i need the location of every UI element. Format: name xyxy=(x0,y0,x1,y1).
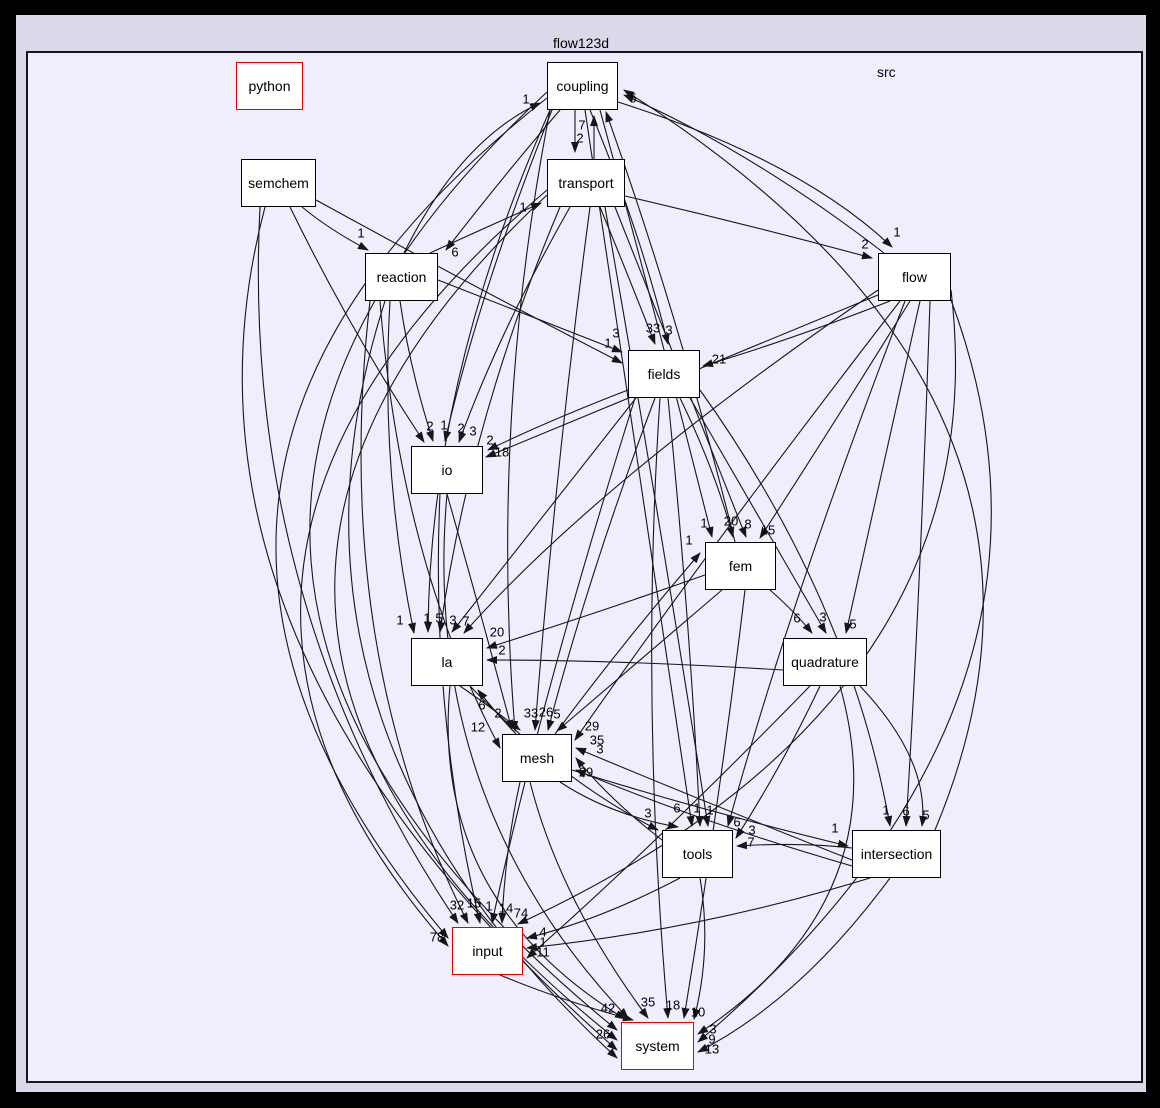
edge-count-label: 1 xyxy=(831,820,839,836)
edge-count-label: 6 xyxy=(451,244,459,260)
edge-count-label: 15 xyxy=(466,895,482,911)
edge-count-label: 3 xyxy=(748,822,756,838)
node-semchem[interactable]: semchem xyxy=(241,159,316,207)
edge-count-label: 2 xyxy=(426,418,434,434)
edge-count-label: 1 xyxy=(604,335,612,351)
edge-count-label: 6 xyxy=(478,697,486,713)
src-cluster-label: src xyxy=(877,64,896,80)
node-quadrature[interactable]: quadrature xyxy=(783,638,867,686)
edge-count-label: 11 xyxy=(536,944,550,960)
edge-count-label: 6 xyxy=(902,803,910,819)
edge-count-label: 29 xyxy=(584,718,600,734)
node-fields[interactable]: fields xyxy=(628,350,700,398)
node-input[interactable]: input xyxy=(452,927,523,975)
node-system[interactable]: system xyxy=(621,1022,694,1070)
edge-count-label: 15 xyxy=(760,522,776,538)
edge-count-label: 3 xyxy=(644,805,652,821)
edge-count-label: 74 xyxy=(513,905,529,921)
edge-count-label: 20 xyxy=(489,624,505,640)
edge-count-label: 1 xyxy=(357,225,365,241)
node-tools[interactable]: tools xyxy=(662,830,733,878)
edge-count-label: 33 xyxy=(645,320,661,336)
edge-count-label: 8 xyxy=(744,516,752,532)
edge-count-label: 2 xyxy=(457,420,465,436)
edge-count-label: 3 xyxy=(709,1021,717,1037)
edge-count-label: 3 xyxy=(469,423,477,439)
edge-count-label: 1 xyxy=(423,610,431,626)
edge-count-label: 2 xyxy=(494,705,502,721)
edge-count-label: 9 xyxy=(708,1031,716,1047)
edge-count-label: 5 xyxy=(922,807,930,823)
edge-count-label: 21 xyxy=(711,351,727,367)
edge-count-label: 32 xyxy=(449,897,465,913)
edge-count-label: 3 xyxy=(596,741,604,757)
edge-count-label: 20 xyxy=(723,513,739,529)
edge-count-label: 42 xyxy=(600,1000,616,1016)
node-la[interactable]: la xyxy=(411,638,483,686)
edge-count-label: 1 xyxy=(396,612,404,628)
edge-count-label: 10 xyxy=(690,1004,706,1020)
edge-count-label: 1 xyxy=(882,802,890,818)
edge-count-label: 1 xyxy=(485,898,493,914)
edge-count-label: 2 xyxy=(576,130,584,146)
edge-count-label: 33 xyxy=(523,705,539,721)
node-intersection[interactable]: intersection xyxy=(852,830,941,878)
node-io[interactable]: io xyxy=(411,446,483,494)
edge-count-label: 7 xyxy=(462,613,470,629)
edge-count-label: 2 xyxy=(861,236,869,252)
edge-count-label: 6 xyxy=(733,814,741,830)
graph-title: flow123d xyxy=(552,35,610,51)
edge-count-label: 3 xyxy=(449,612,457,628)
edge-count-label: 35 xyxy=(589,732,605,748)
edge-count-label: 6 xyxy=(673,800,681,816)
edge-count-label: 29 xyxy=(578,764,594,780)
edge-count-label: 14 xyxy=(498,900,514,916)
node-flow[interactable]: flow xyxy=(878,253,951,301)
edge-count-label: 2 xyxy=(498,642,506,658)
edge-count-label: 7 xyxy=(747,834,755,850)
node-python[interactable]: python xyxy=(236,62,303,110)
edge-count-label: 1 xyxy=(685,532,693,548)
edge-count-label: 1 xyxy=(522,91,530,107)
edge-count-label: 5 xyxy=(849,616,857,632)
node-fem[interactable]: fem xyxy=(705,542,776,590)
node-coupling[interactable]: coupling xyxy=(547,62,618,110)
edge-count-label: 13 xyxy=(704,1041,720,1057)
edge-count-label: 3 xyxy=(819,609,827,625)
edge-count-label: 7 xyxy=(578,117,586,133)
edge-count-label: 18 xyxy=(494,444,510,460)
edge-count-label: 35 xyxy=(640,994,656,1010)
edge-count-label: 5 xyxy=(629,90,637,106)
edge-count-label: 1 xyxy=(893,224,901,240)
edge-count-label: 2 xyxy=(486,432,494,448)
edge-count-label: 26 xyxy=(538,704,554,720)
node-transport[interactable]: transport xyxy=(547,159,625,207)
edge-count-label: 5 xyxy=(553,706,561,722)
edge-count-label: 4 xyxy=(539,924,547,940)
edge-count-label: 1 xyxy=(440,417,448,433)
edge-count-label: 26 xyxy=(595,1026,611,1042)
edge-count-label: 1 xyxy=(539,934,547,950)
edge-count-label: 1 xyxy=(693,800,701,816)
edge-count-label: 18 xyxy=(665,997,681,1013)
edge-count-label: 1 xyxy=(706,802,714,818)
edge-count-label: 3 xyxy=(665,322,673,338)
edge-count-label: 1 xyxy=(700,515,708,531)
edge-count-label: 3 xyxy=(612,325,620,341)
edge-count-label: 1 xyxy=(519,199,527,215)
node-mesh[interactable]: mesh xyxy=(502,734,572,782)
node-reaction[interactable]: reaction xyxy=(365,253,438,301)
edge-count-label: 6 xyxy=(793,610,801,626)
edge-count-label: 5 xyxy=(435,610,443,626)
edge-count-label: 12 xyxy=(470,719,486,735)
edge-count-label: 78 xyxy=(429,929,445,945)
